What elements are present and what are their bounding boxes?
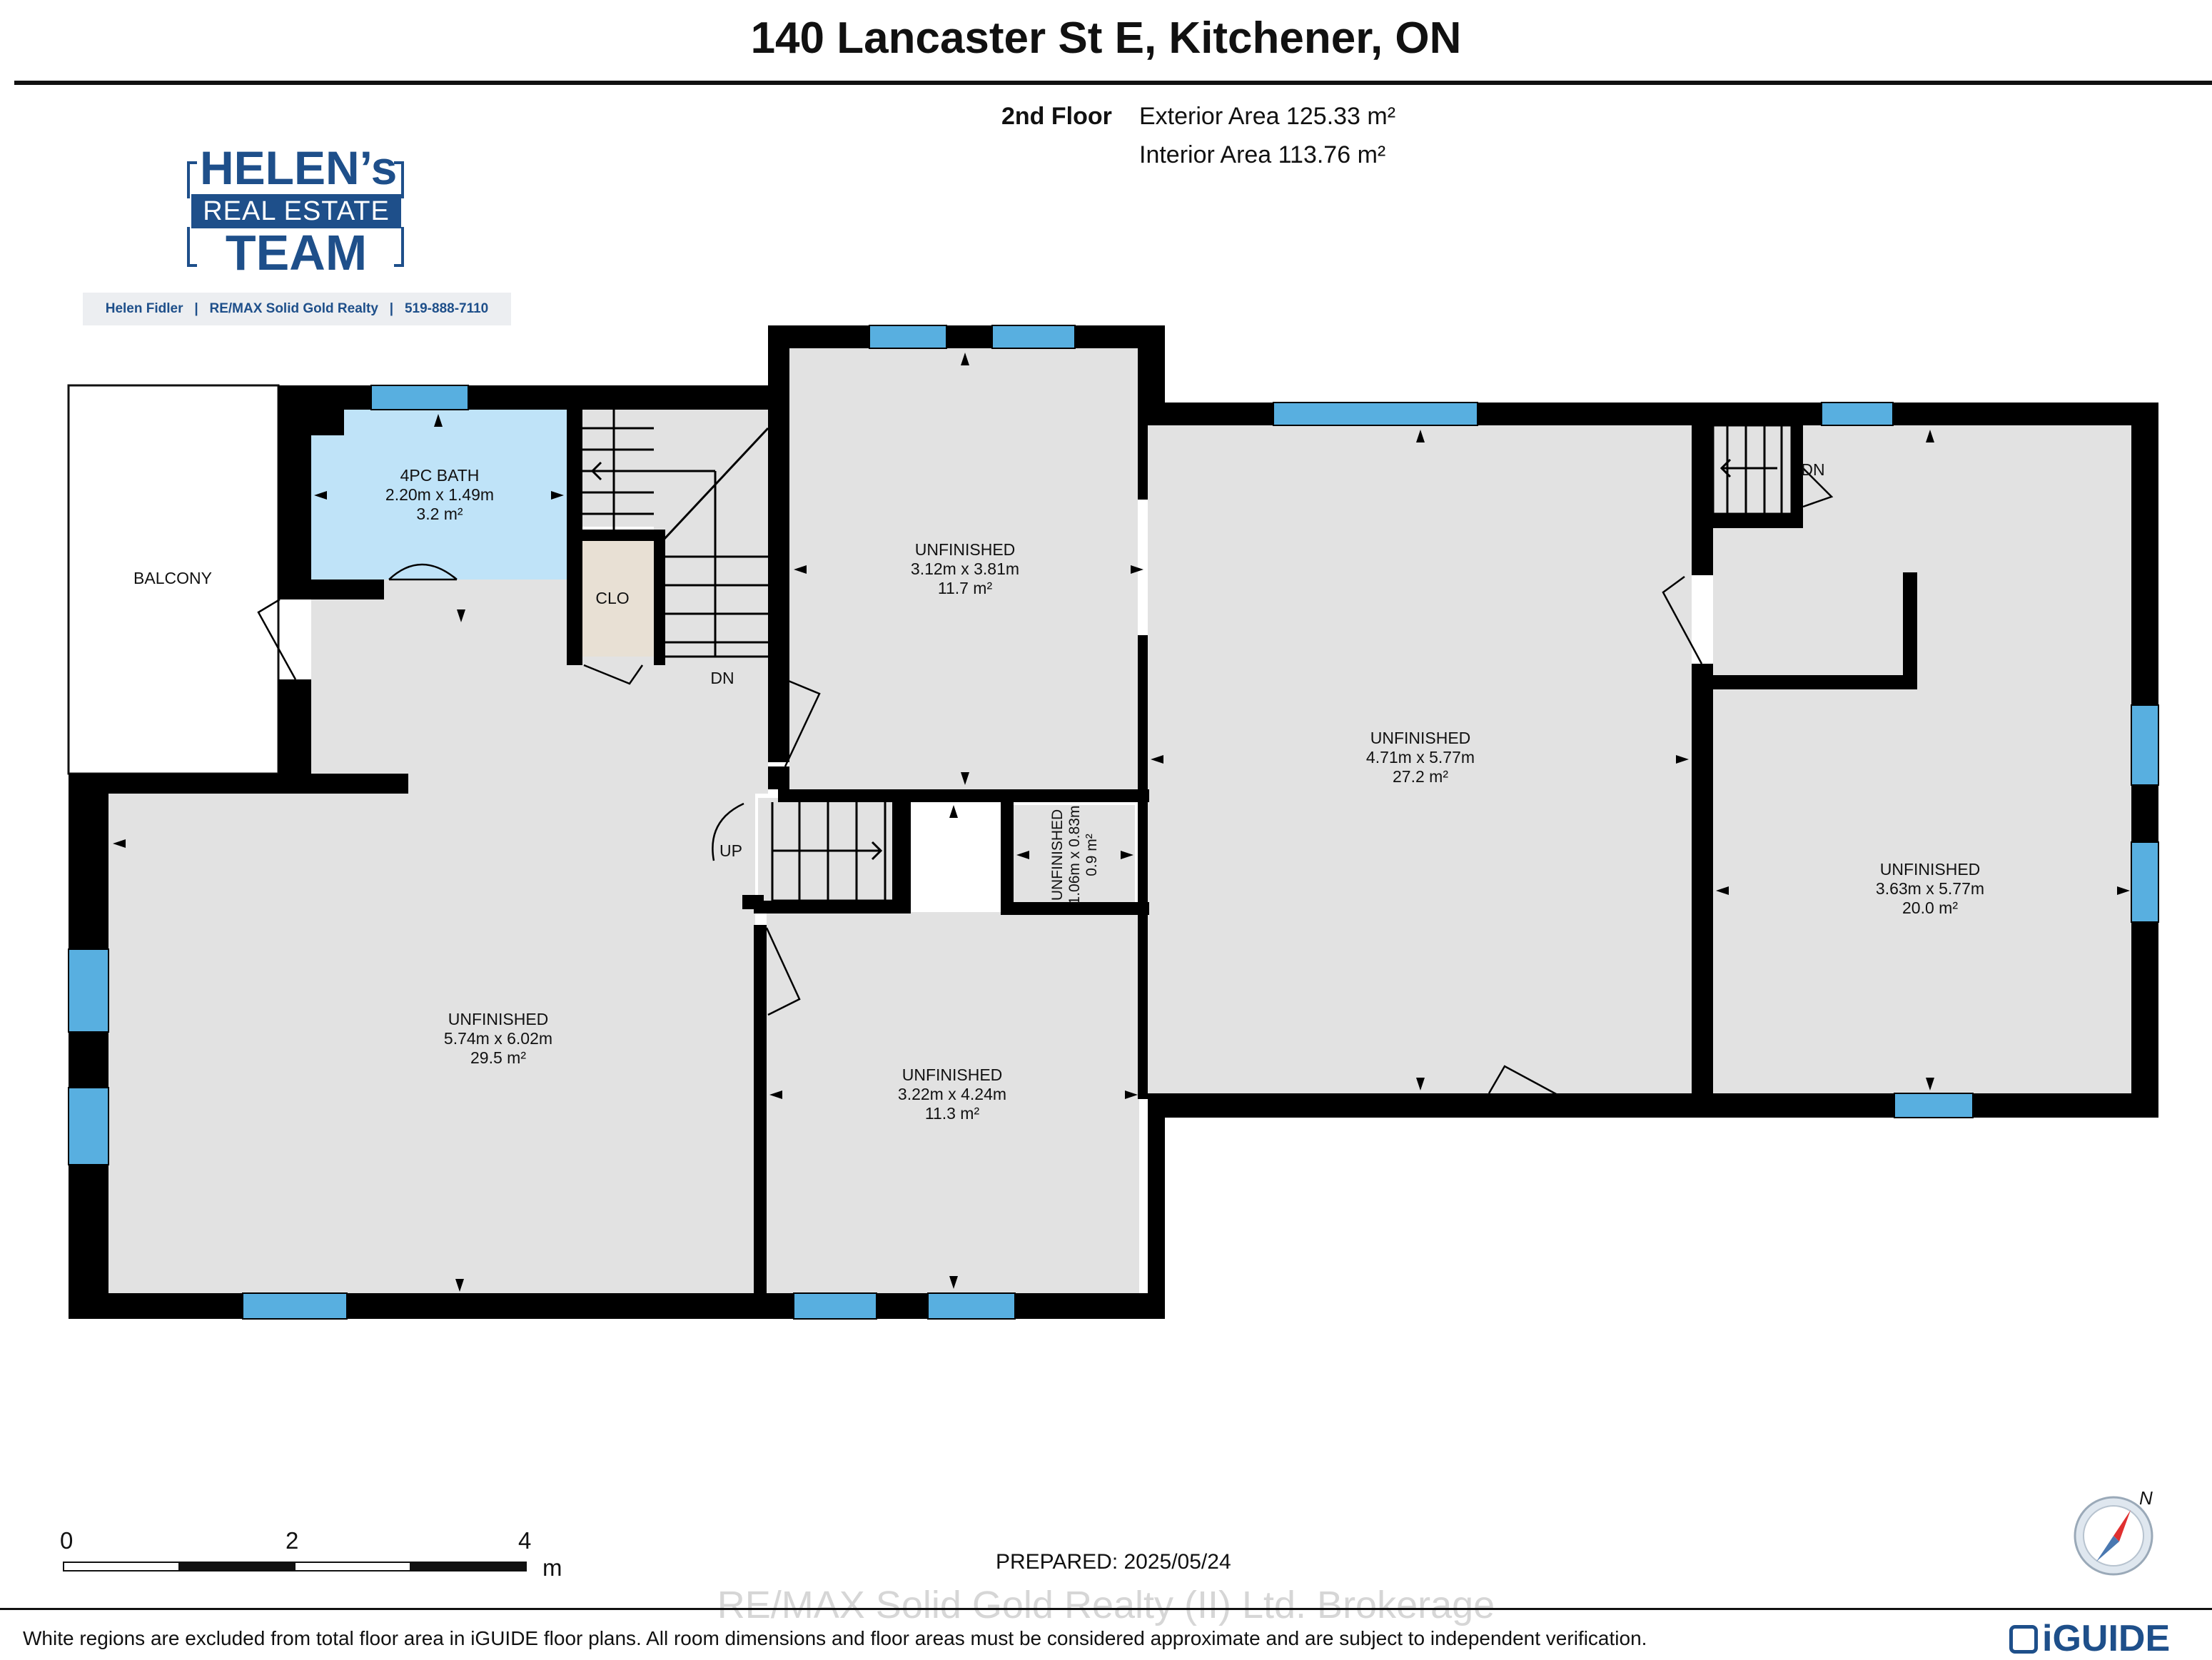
iguide-wordmark: iGUIDE [2042,1618,2171,1659]
logo-bracket-top-left [187,161,197,198]
dimension-arrows [113,353,2130,1292]
room-lower-center-floor [767,912,1139,1293]
iguide-mark-icon [2009,1625,2038,1654]
room-big-center-area: 27.2 m² [1393,767,1448,786]
room-right-name: UNFINISHED [1880,860,1981,879]
footer-divider [0,1608,2212,1610]
scale-tick-2: 2 [286,1527,299,1554]
stair-up-label: UP [719,841,742,860]
stairs-up [771,802,892,902]
bath-floor [311,410,567,580]
logo-bracket-top-right [394,161,404,198]
floor-label: 2nd Floor [1001,103,1112,130]
stair-dn-floor-2 [654,410,771,657]
agent-name: Helen Fidler [105,301,183,316]
header-divider [14,81,2212,85]
closet-floor [582,540,654,657]
bath-dims: 2.20m x 1.49m [385,485,494,504]
room-big-center-name: UNFINISHED [1370,729,1471,747]
exterior-area: Exterior Area 125.33 m² [1139,103,1396,130]
scale-bar: 0 2 4 m [60,1527,574,1584]
room-lower-center-area: 11.3 m² [925,1104,980,1123]
scale-tick-0: 0 [60,1527,74,1554]
room-left-name: UNFINISHED [448,1010,549,1028]
room-small-dims: 1.06m x 0.83m [1066,806,1083,905]
room-small-name: UNFINISHED [1049,809,1066,901]
contact-separator: | [382,301,401,316]
stairs-right [1712,424,1793,515]
scale-segment [294,1562,411,1572]
doors [257,467,1834,1106]
logo-line-1: HELEN’s [200,141,398,194]
logo-line-2: REAL ESTATE [191,194,401,228]
logo-bracket-bottom-left [187,227,197,267]
page-title: 140 Lancaster St E, Kitchener, ON [750,14,1462,63]
balcony-area [67,384,280,775]
room-small-label: UNFINISHED 1.06m x 0.83m 0.9 m² [1049,806,1100,905]
scale-segment [410,1562,527,1572]
brokerage-name: RE/MAX Solid Gold Realty [209,301,378,316]
room-top-center-area: 11.7 m² [938,579,993,597]
room-top-center-floor [789,348,1138,791]
scale-segment [178,1562,296,1572]
room-left-floor [108,794,755,1293]
room-left-area: 29.5 m² [470,1048,526,1067]
room-small-area: 0.9 m² [1084,834,1100,876]
scale-unit: m [542,1554,562,1581]
logo-bracket-bottom-right [394,227,404,267]
room-lower-center-dims: 3.22m x 4.24m [898,1085,1006,1103]
room-labels: BALCONY 4PC BATH 2.20m x 1.49m 3.2 m² CL… [133,460,1984,1123]
closet-label: CLO [595,589,629,607]
room-right-area: 20.0 m² [1902,899,1958,917]
bath-area: 3.2 m² [416,505,463,523]
scale-tick-4: 4 [518,1527,532,1554]
interior-area: Interior Area 113.76 m² [1139,141,1386,168]
brokerage-watermark: RE/MAX Solid Gold Realty (II) Ltd. Broke… [717,1584,1495,1626]
disclaimer-text: White regions are excluded from total fl… [23,1627,1647,1649]
room-small-floor [1014,805,1135,906]
windows [68,325,2159,1320]
scale-segment [63,1562,180,1572]
stair-dn-right-label: DN [1801,460,1824,479]
logo-line-3: TEAM [225,225,368,280]
compass-icon: N [2074,1487,2153,1576]
room-top-center-dims: 3.12m x 3.81m [911,560,1019,578]
stair-dn-label: DN [710,669,734,687]
room-right-dims: 3.63m x 5.77m [1876,879,1984,898]
iguide-logo: iGUIDE [2009,1617,2170,1660]
contact-separator: | [186,301,206,316]
room-big-center-floor [1148,425,1692,1093]
prepared-date: PREPARED: 2025/05/24 [996,1550,1231,1574]
room-left-dims: 5.74m x 6.02m [444,1029,552,1048]
brand-logo: HELEN’s REAL ESTATE TEAM [187,141,405,280]
balcony-label: BALCONY [133,569,212,587]
compass-north-label: N [2139,1487,2153,1509]
bath-name: 4PC BATH [400,466,480,485]
room-right-floor [1713,425,2131,1093]
room-big-center-dims: 4.71m x 5.77m [1366,748,1475,766]
room-lower-center-name: UNFINISHED [902,1066,1003,1084]
agent-contact-bar: Helen Fidler | RE/MAX Solid Gold Realty … [83,293,511,325]
stairs-main [582,410,769,658]
agent-phone: 519-888-7110 [404,301,489,316]
room-top-center-name: UNFINISHED [915,540,1016,559]
